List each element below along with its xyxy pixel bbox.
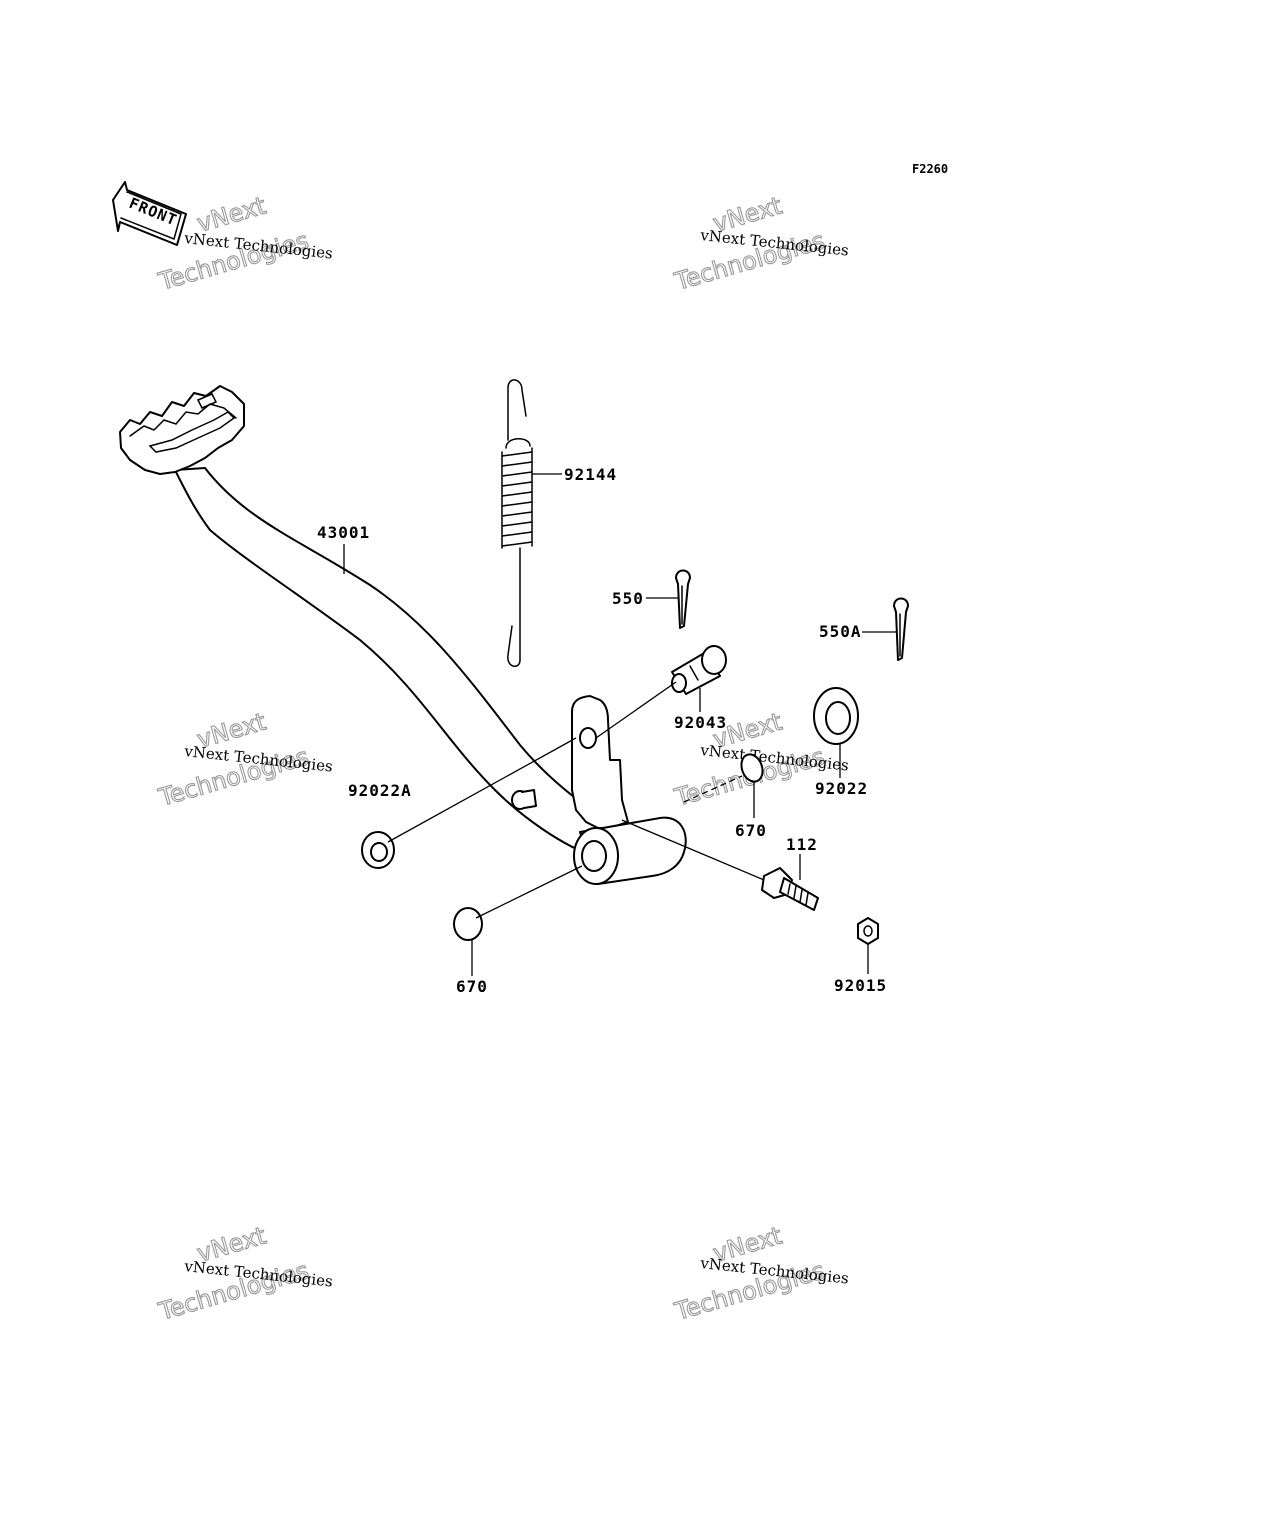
diagram-code: F2260	[912, 162, 948, 176]
part-label-92015[interactable]: 92015	[834, 976, 887, 995]
watermark-mid-left: vNext Technologies vNext Technologies	[154, 707, 333, 813]
part-label-112[interactable]: 112	[786, 835, 818, 854]
part-label-92144[interactable]: 92144	[564, 465, 617, 484]
part-label-92022a[interactable]: 92022A	[348, 781, 412, 800]
part-label-670-upper[interactable]: 670	[735, 821, 767, 840]
cotter-pin-550-illustration	[675, 569, 691, 629]
o-ring-upper-illustration	[740, 753, 764, 783]
nut-illustration	[857, 917, 879, 945]
washer-92022-illustration	[813, 687, 859, 745]
clevis-pin-illustration	[671, 645, 727, 695]
o-ring-lower-illustration	[453, 907, 483, 941]
part-label-43001[interactable]: 43001	[317, 523, 370, 542]
watermark-top-left: vNext Technologies vNext Technologies	[154, 191, 333, 297]
part-label-550a[interactable]: 550A	[819, 622, 862, 641]
watermark-bottom-left: vNext Technologies vNext Technologies	[154, 1221, 333, 1327]
brake-pedal-illustration	[119, 385, 687, 885]
cotter-pin-550a-illustration	[893, 597, 909, 661]
watermark-top-right: vNext Technologies vNext Technologies	[670, 191, 849, 297]
assembly-lines	[343, 473, 896, 976]
part-label-670-lower[interactable]: 670	[456, 977, 488, 996]
front-arrow-icon: FRONT	[112, 181, 187, 246]
bolt-illustration	[761, 867, 819, 911]
part-label-92043[interactable]: 92043	[674, 713, 727, 732]
part-label-92022[interactable]: 92022	[815, 779, 868, 798]
washer-92022a-illustration	[361, 831, 395, 869]
return-spring-illustration	[501, 379, 533, 667]
watermark-bottom-right: vNext Technologies vNext Technologies	[670, 1221, 849, 1327]
part-label-550[interactable]: 550	[612, 589, 644, 608]
